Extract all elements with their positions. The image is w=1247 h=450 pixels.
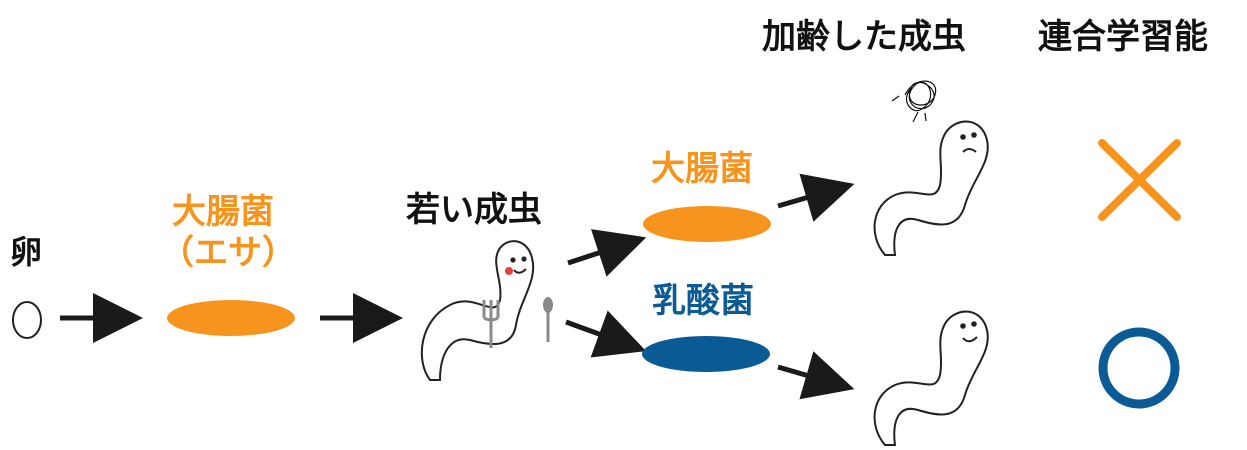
ecoli-food-note: （エサ）: [160, 233, 296, 273]
egg-icon: [12, 301, 42, 339]
arrow-young-to-ecoli: [567, 229, 647, 277]
result-circle-icon: [1098, 327, 1180, 409]
aged-adult-header: 加齢した成虫: [762, 17, 966, 57]
spoon-icon: [543, 297, 553, 342]
arrow-young-to-lactobacillus: [565, 310, 647, 358]
arrow-ecoli-to-aged: [777, 173, 855, 222]
confused-scribble-icon: [891, 80, 937, 123]
ecoli-food-ellipse: [167, 300, 295, 336]
aged-worm-sad-icon: [873, 80, 989, 256]
fork-icon: [482, 300, 500, 348]
lactobacillus-ellipse: [642, 336, 770, 372]
lactobacillus-label: 乳酸菌: [652, 281, 754, 321]
ecoli-label: 大腸菌: [651, 149, 753, 189]
arrow-lactobacillus-to-aged: [777, 351, 855, 400]
ecoli-ellipse: [643, 206, 771, 242]
aged-worm-happy-icon: [873, 310, 989, 446]
young-adult-label: 若い成虫: [406, 190, 542, 230]
result-cross-icon: [1098, 139, 1181, 221]
young-worm-icon: [420, 240, 553, 381]
egg-label: 卵: [10, 233, 43, 271]
associative-learning-header: 連合学習能: [1038, 17, 1208, 57]
ecoli-food-label: 大腸菌: [172, 192, 274, 232]
